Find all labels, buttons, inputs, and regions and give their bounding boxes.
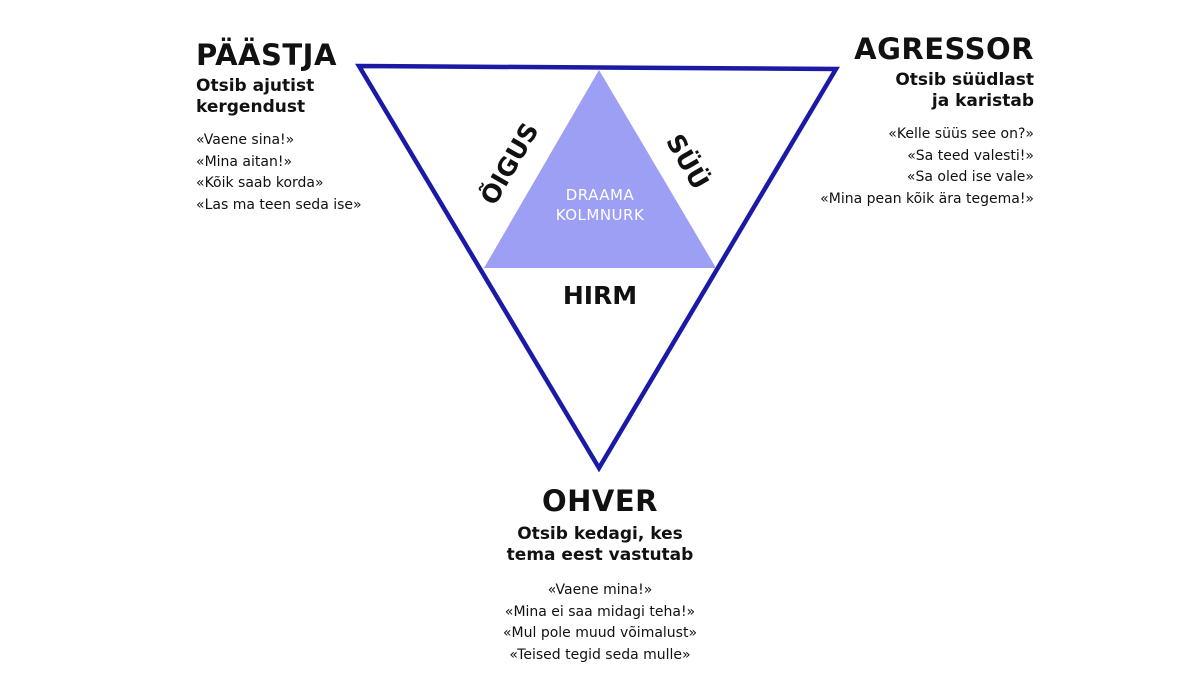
quote-item: «Vaene mina!» xyxy=(547,582,653,598)
role-subtitle-line: kergendust xyxy=(196,97,306,117)
role-subtitle-line: Otsib süüdlast xyxy=(895,70,1034,90)
center-title-line2: KOLMNURK xyxy=(556,206,645,224)
quote-item: «Mul pole muud võimalust» xyxy=(502,625,698,641)
role-victim: OHVER Otsib kedagi, kes tema eest vastut… xyxy=(400,484,800,666)
role-subtitle-line: Otsib ajutist xyxy=(196,76,315,96)
outer-triangle xyxy=(355,63,840,473)
role-subtitle: Otsib süüdlast ja karistab xyxy=(820,70,1034,112)
quote-item: «Kõik saab korda» xyxy=(196,175,324,191)
quote-item: «Teised tegid seda mulle» xyxy=(509,646,691,663)
role-title: PÄÄSTJA xyxy=(196,38,337,72)
edge-label-right: SÜÜ xyxy=(660,129,715,195)
quote-list: «Vaene mina!» «Mina ei saa midagi teha!»… xyxy=(400,580,800,666)
role-subtitle-line: tema eest vastutab xyxy=(506,545,694,565)
role-subtitle-line: Otsib kedagi, kes xyxy=(517,524,683,544)
quote-item: «Las ma teen seda ise» xyxy=(196,196,362,213)
role-subtitle-line: ja karistab xyxy=(931,91,1034,111)
quote-item: «Sa oled ise vale» xyxy=(906,169,1034,185)
quote-list: «Vaene sina!» «Mina aitan!» «Kõik saab k… xyxy=(196,130,362,216)
inner-triangle xyxy=(484,70,716,268)
role-rescuer: PÄÄSTJA Otsib ajutist kergendust «Vaene … xyxy=(196,38,362,216)
quote-item: «Sa teed valesti!» xyxy=(907,147,1034,164)
center-title-line1: DRAAMA xyxy=(566,186,635,204)
role-subtitle: Otsib kedagi, kes tema eest vastutab xyxy=(400,524,800,566)
role-subtitle: Otsib ajutist kergendust xyxy=(196,76,362,118)
role-title: OHVER xyxy=(541,484,658,518)
edge-label-bottom: HIRM xyxy=(563,281,637,310)
role-aggressor: AGRESSOR Otsib süüdlast ja karistab «Kel… xyxy=(820,32,1034,210)
quote-item: «Mina ei saa midagi teha!» xyxy=(504,603,696,620)
quote-item: «Vaene sina!» xyxy=(196,132,295,148)
quote-item: «Mina aitan!» xyxy=(196,153,293,170)
quote-list: «Kelle süüs see on?» «Sa teed valesti!» … xyxy=(820,124,1034,210)
quote-item: «Kelle süüs see on?» xyxy=(888,126,1034,142)
quote-item: «Mina pean kõik ära tegema!» xyxy=(820,190,1034,207)
role-title: AGRESSOR xyxy=(854,32,1034,66)
